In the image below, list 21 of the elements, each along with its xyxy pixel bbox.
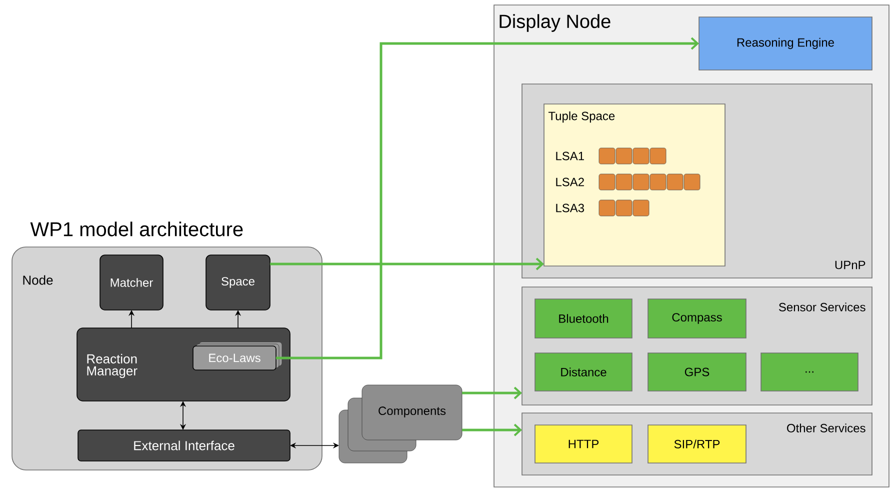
stacked-box: Eco-Laws: [192, 342, 282, 370]
row-label: LSA2: [556, 178, 584, 186]
arrow: [276, 37, 699, 360]
engine-box: Reasoning Engine: [698, 16, 872, 70]
service-box: Compass: [648, 298, 746, 338]
component-box: Matcher: [100, 254, 164, 310]
diagram-title: WP1 model architecture: [30, 222, 243, 236]
interface-bar: External Interface: [78, 430, 290, 462]
service-box: ...: [760, 352, 858, 392]
row-label: LSA1: [556, 152, 584, 160]
stacked-cards: Components: [338, 384, 462, 464]
arrow: [270, 258, 544, 270]
arrow: [462, 386, 522, 400]
arrow: [462, 424, 522, 436]
service-box: Bluetooth: [534, 298, 632, 338]
service-box: SIP/RTP: [648, 424, 746, 464]
service-box: HTTP: [534, 424, 632, 464]
component-box: Space: [206, 254, 270, 310]
service-box: Distance: [534, 352, 632, 392]
service-box: GPS: [648, 352, 746, 392]
row-label: LSA3: [556, 204, 584, 212]
